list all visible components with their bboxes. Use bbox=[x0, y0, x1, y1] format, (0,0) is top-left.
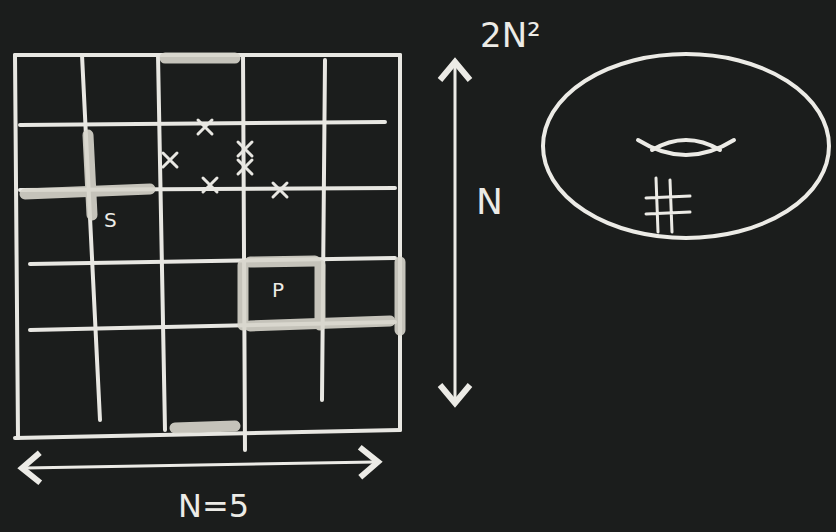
site-label: S bbox=[104, 210, 117, 230]
size-label: N=5 bbox=[178, 490, 249, 522]
torus bbox=[543, 54, 829, 238]
highlighted-edges bbox=[25, 58, 400, 428]
dimension-label: N bbox=[476, 184, 503, 220]
dimension-label: 2N² bbox=[480, 18, 541, 52]
height-arrow bbox=[454, 65, 457, 400]
grid bbox=[15, 55, 400, 450]
cross-marks bbox=[163, 120, 287, 197]
width-arrow bbox=[25, 462, 375, 468]
site-label: P bbox=[272, 280, 284, 300]
